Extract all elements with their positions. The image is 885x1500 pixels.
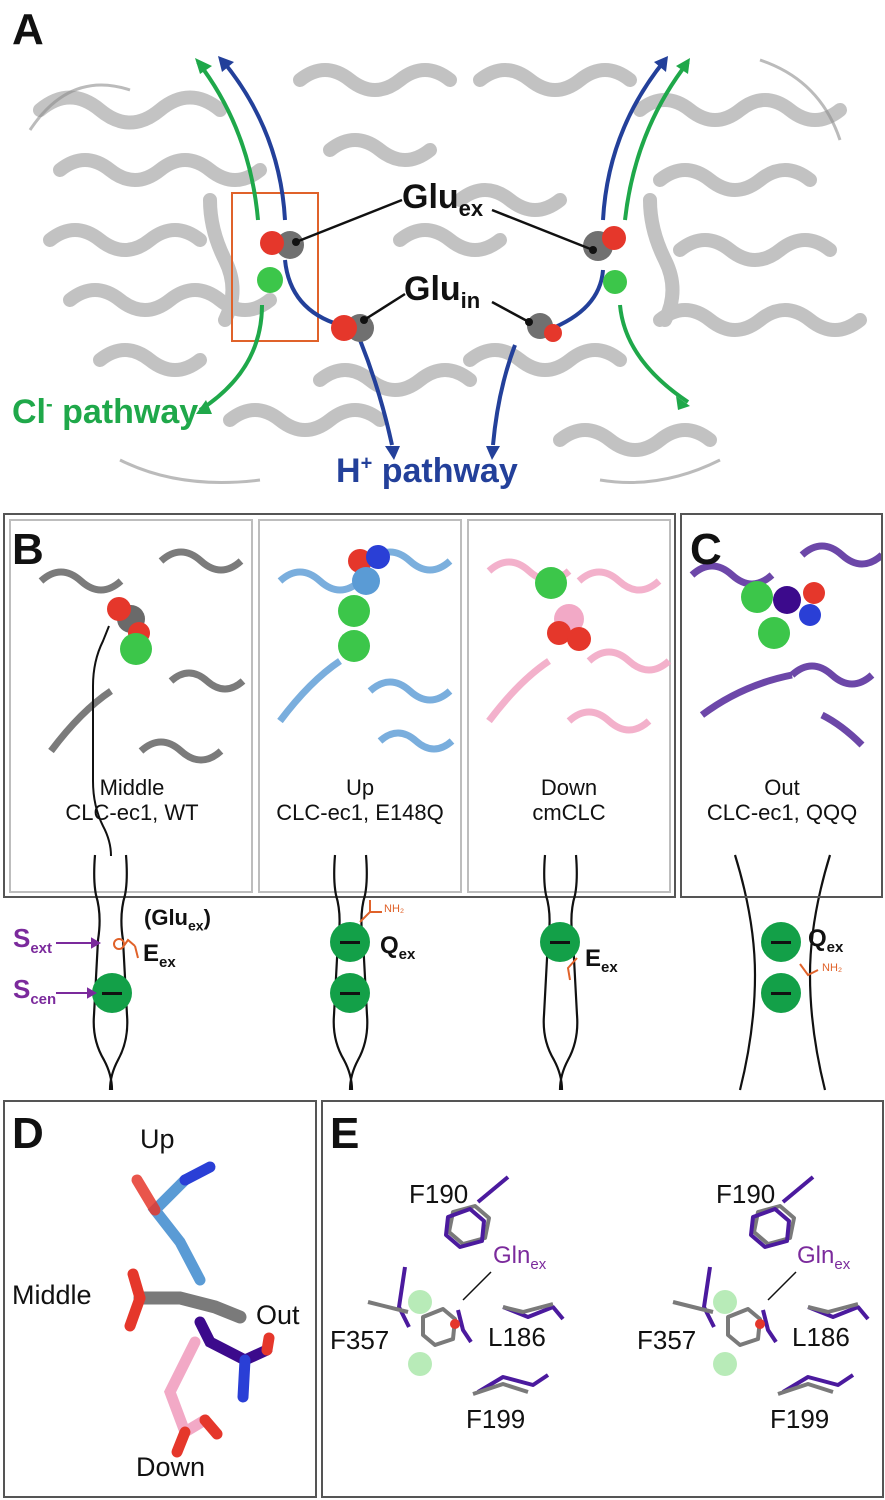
up-state-illustration (277, 545, 455, 753)
up-state-box (258, 519, 462, 893)
middle-state-illustration (38, 548, 246, 857)
e-gln-left: Glnex (493, 1242, 547, 1273)
panel-d (3, 1100, 317, 1498)
glu-ex-label: Gluex (402, 178, 484, 221)
chloride-pathway-arrows (196, 60, 690, 412)
e-l186-left: L186 (488, 1322, 546, 1352)
down-residue-label: Eex (585, 945, 618, 976)
panel-b-label: B (12, 525, 44, 574)
d-up-label: Up (140, 1124, 175, 1154)
panel-b (3, 513, 676, 898)
panel-e-label: E (330, 1109, 360, 1158)
middle-state-box (9, 519, 253, 893)
out-state-illustration (689, 542, 881, 748)
chloride-pathway-label: Cl- pathway (12, 393, 199, 431)
e-f199-left: F199 (466, 1404, 526, 1434)
e-f357-left: F357 (330, 1325, 390, 1355)
panel-a-label: A (12, 5, 44, 54)
out-residue-label: Qex (808, 925, 844, 956)
e-gln-right: Glnex (797, 1242, 851, 1273)
stereo-view-illustration (367, 1175, 870, 1396)
panel-e (321, 1100, 884, 1498)
site-arrows (56, 937, 102, 999)
panel-c-label: C (690, 525, 722, 574)
down-state-illustration (486, 558, 672, 734)
highlight-box (231, 192, 319, 342)
d-middle-label: Middle (12, 1280, 92, 1310)
side-chain-sketches (113, 900, 819, 981)
chloride-ion-left (257, 267, 283, 293)
e-f199-right: F199 (770, 1404, 830, 1434)
panel-a: A Gluex Gluin Cl- pathway H+ pathway (0, 0, 885, 505)
proton-pathway-arrows (220, 58, 667, 446)
e-l186-right: L186 (792, 1322, 850, 1352)
panel-d-label: D (12, 1109, 44, 1158)
e-f357-right: F357 (637, 1325, 697, 1355)
chloride-ion-right (603, 270, 627, 294)
proton-pathway-label: H+ pathway (336, 452, 518, 490)
e-f190-right: F190 (716, 1179, 776, 1209)
glu-conformations-illustration (124, 1161, 275, 1458)
down-state-box (467, 519, 672, 893)
protein-structure-illustration (28, 56, 867, 484)
d-down-label: Down (136, 1452, 206, 1482)
glu-ex-right-sphere (583, 226, 626, 261)
chloride-ion (120, 633, 152, 665)
anion-spheres (92, 922, 801, 1013)
up-residue-label: Qex (380, 932, 416, 963)
s-ext-label: Sext (13, 923, 53, 958)
middle-residue-label: Eex (143, 940, 176, 971)
glu-ex-left-sphere (260, 231, 304, 259)
out-nh2-label: NH₂ (822, 962, 843, 974)
d-out-label: Out (256, 1300, 300, 1330)
glu-ex-paren-label: (Gluex) (144, 905, 211, 934)
s-cen-label: Scen (13, 974, 57, 1009)
up-nh2-label: NH₂ (384, 903, 405, 915)
glu-in-label: Gluin (404, 270, 481, 313)
e-f190-left: F190 (409, 1179, 469, 1209)
panel-c (680, 513, 883, 898)
glu-in-right-sphere (527, 313, 562, 342)
